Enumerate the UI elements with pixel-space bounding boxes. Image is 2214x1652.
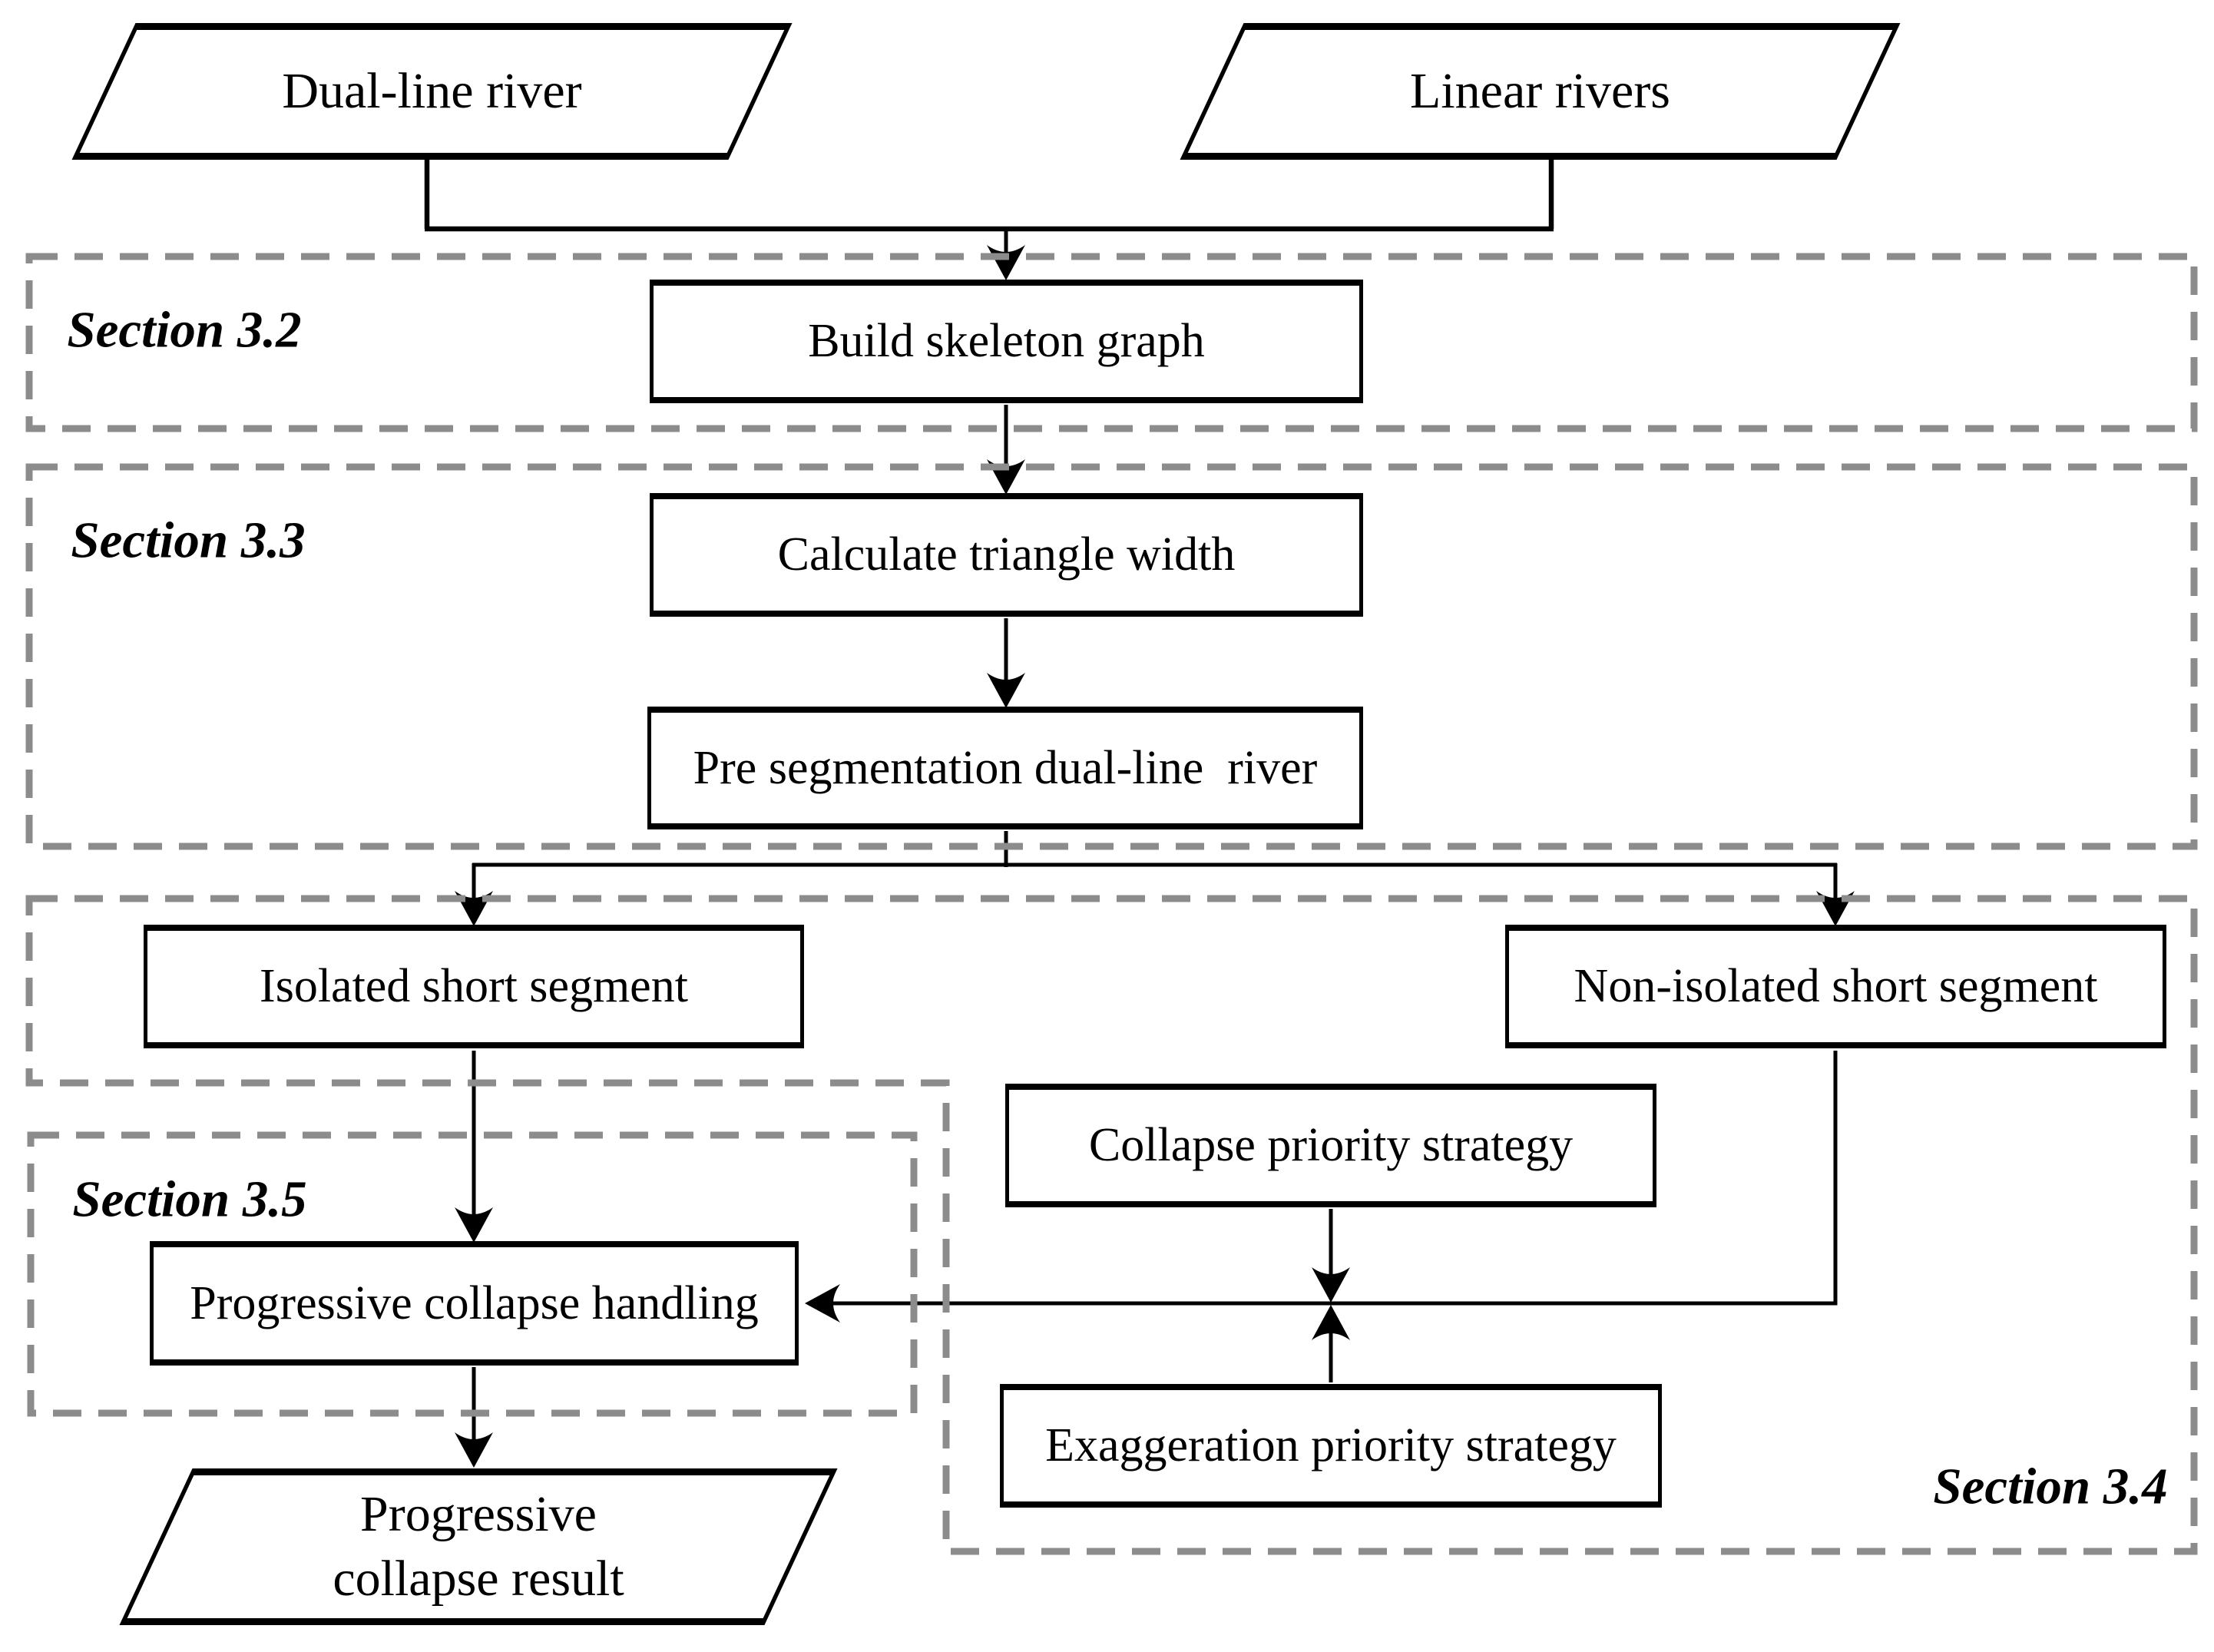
node-isolated-short-segment: Isolated short segment	[144, 925, 804, 1048]
node-isolated-short-segment-label: Isolated short segment	[260, 960, 688, 1012]
node-progressive-collapse-result-label: Progressive collapse result	[161, 1475, 796, 1618]
section-3-4-label: Section 3.4	[1933, 1458, 2168, 1515]
section-3-5-boundary	[27, 1131, 918, 1417]
segments-and-section-3-4-boundary	[25, 895, 2198, 1555]
section-3-2-boundary	[25, 253, 2198, 432]
node-collapse-priority-strategy: Collapse priority strategy	[1005, 1084, 1656, 1207]
arrowhead-collapse-to-junction	[1312, 1267, 1350, 1303]
arrowhead-exaggeration-to-junction	[1312, 1305, 1350, 1340]
section-3-5-label: Section 3.5	[72, 1170, 307, 1228]
node-linear-rivers-label: Linear rivers	[1410, 62, 1670, 119]
section-3-3-boundary	[25, 463, 2198, 850]
arrowhead-into-result	[455, 1432, 493, 1468]
result-label-line-1: Progressive	[360, 1485, 597, 1542]
node-build-skeleton-graph: Build skeleton graph	[650, 280, 1363, 403]
node-calculate-triangle-width-label: Calculate triangle width	[777, 528, 1236, 581]
arrowhead-into-handling-top	[455, 1207, 493, 1243]
arrowhead-into-handling-right	[805, 1284, 840, 1323]
section-3-3-label: Section 3.3	[71, 511, 306, 569]
node-dual-line-river-label: Dual-line river	[282, 62, 582, 119]
node-collapse-priority-strategy-label: Collapse priority strategy	[1088, 1119, 1574, 1171]
node-progressive-collapse-handling-label: Progressive collapse handling	[190, 1276, 759, 1329]
node-pre-segmentation-label: Pre segmentation dual-line river	[693, 741, 1318, 794]
node-progressive-collapse-result: Progressive collapse result	[119, 1468, 838, 1625]
node-exaggeration-priority-strategy: Exaggeration priority strategy	[1000, 1384, 1662, 1508]
node-progressive-collapse-handling: Progressive collapse handling	[150, 1241, 799, 1366]
arrowhead-into-pre-segmentation	[987, 673, 1025, 708]
node-calculate-triangle-width: Calculate triangle width	[650, 493, 1363, 617]
node-dual-line-river: Dual-line river	[71, 23, 793, 160]
node-non-isolated-short-segment-label: Non-isolated short segment	[1574, 960, 2098, 1012]
section-3-2-label: Section 3.2	[67, 301, 302, 359]
node-linear-rivers: Linear rivers	[1180, 23, 1901, 160]
node-build-skeleton-graph-label: Build skeleton graph	[808, 315, 1205, 367]
node-pre-segmentation: Pre segmentation dual-line river	[647, 707, 1363, 829]
node-exaggeration-priority-strategy-label: Exaggeration priority strategy	[1045, 1419, 1617, 1472]
result-label-line-2: collapse result	[333, 1551, 624, 1607]
node-non-isolated-short-segment: Non-isolated short segment	[1505, 925, 2166, 1048]
